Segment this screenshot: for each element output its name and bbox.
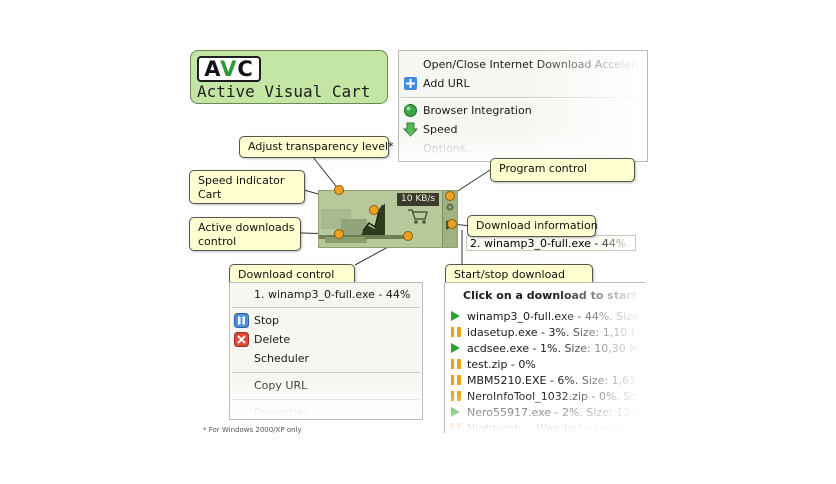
pause-icon xyxy=(234,313,249,328)
callout-start-stop: Start/stop download xyxy=(445,264,593,286)
pause-icon xyxy=(451,375,461,385)
callout-download-info: Download information xyxy=(467,215,598,237)
pause-icon xyxy=(451,423,461,433)
play-icon xyxy=(451,311,460,321)
callout-dot xyxy=(334,229,344,239)
pause-icon xyxy=(451,327,461,337)
menu-separator xyxy=(232,399,420,401)
download-row[interactable]: acdsee.exe - 1%. Size: 10,30 MB xyxy=(451,341,645,357)
delete-icon xyxy=(234,332,249,347)
download-list-header: Click on a download to start/s xyxy=(463,289,645,302)
download-list: Click on a download to start/s winamp3_0… xyxy=(444,282,645,433)
active-visual-cart[interactable]: 10 KB/s xyxy=(318,190,458,248)
speed-indicator: 10 KB/s xyxy=(397,193,440,206)
globe-icon xyxy=(403,103,418,118)
logo-subtitle: Active Visual Cart xyxy=(197,82,371,101)
callout-transparency: Adjust transparency level* xyxy=(239,136,394,158)
menu-item-add-url[interactable]: Add URL xyxy=(399,74,647,93)
callout-dot xyxy=(403,231,413,241)
play-icon xyxy=(451,343,460,353)
menu-item-browser-integration[interactable]: Browser Integration xyxy=(399,101,647,120)
pause-icon xyxy=(451,359,461,369)
menu-separator xyxy=(232,372,420,374)
cart-icon xyxy=(407,207,429,229)
plus-icon xyxy=(403,76,418,91)
download-row[interactable]: idasetup.exe - 3%. Size: 1,10 MB xyxy=(451,325,645,341)
callout-speed-indicator: Speed indicator Cart xyxy=(189,170,305,204)
menu-item-copy-url[interactable]: Copy URL xyxy=(254,379,308,392)
download-context-menu: 1. winamp3_0-full.exe - 44% Stop Delete … xyxy=(229,282,423,420)
menu-separator xyxy=(401,97,645,99)
menu-item-delete[interactable]: Delete xyxy=(230,330,422,349)
menu-item-scheduler[interactable]: Scheduler xyxy=(254,352,310,365)
pause-icon xyxy=(451,391,461,401)
callout-dot xyxy=(445,191,455,201)
menu-item-stop[interactable]: Stop xyxy=(230,311,422,330)
download-row[interactable]: winamp3_0-full.exe - 44%. Size: 3 xyxy=(451,309,645,325)
download-row[interactable]: NeroInfoTool_1032.zip - 0%. Size xyxy=(451,389,645,405)
speed-graph xyxy=(319,203,409,243)
play-icon xyxy=(451,407,460,417)
download-row[interactable]: MBM5210.EXE - 6%. Size: 1,63 M xyxy=(451,373,645,389)
download-info-tooltip: 2. winamp3_0-full.exe - 44%. Speed xyxy=(466,235,636,251)
download-row[interactable]: Nero55917.exe - 2%. Size: 12,0 xyxy=(451,405,641,421)
callout-active-downloads: Active downloads control xyxy=(189,217,301,251)
avc-logo-mark: AVC xyxy=(197,56,261,82)
gear-icon[interactable] xyxy=(445,197,455,216)
menu-item-download-title[interactable]: 1. winamp3_0-full.exe - 44% xyxy=(254,288,411,301)
avc-logo: AVC Active Visual Cart xyxy=(190,50,388,104)
callout-dot xyxy=(369,205,379,215)
download-row[interactable]: Nightwish_-_Wanderlust.mp3 - 1% xyxy=(451,421,645,433)
callout-dot xyxy=(447,219,457,229)
menu-separator xyxy=(232,307,420,309)
callout-program-control: Program control xyxy=(490,158,635,182)
download-row[interactable]: test.zip - 0% xyxy=(451,357,536,373)
menu-item-properties[interactable]: Properties... xyxy=(254,406,321,419)
footnote: * For Windows 2000/XP only xyxy=(203,426,302,434)
callout-dot xyxy=(334,185,344,195)
